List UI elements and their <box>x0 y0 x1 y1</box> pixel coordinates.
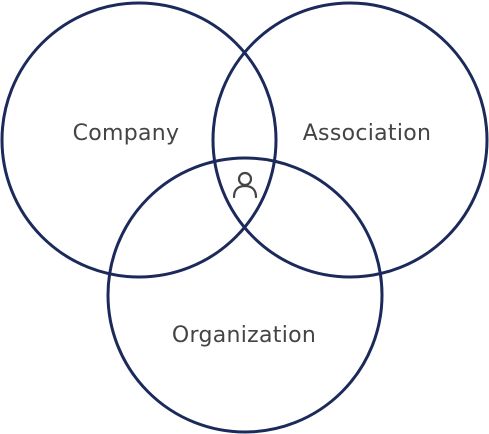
person-icon <box>232 171 258 199</box>
circle-organization <box>106 156 384 434</box>
circle-association <box>211 1 489 279</box>
circle-company <box>0 1 278 279</box>
label-association: Association <box>303 121 432 146</box>
label-organization: Organization <box>172 323 316 348</box>
label-company: Company <box>73 121 180 146</box>
